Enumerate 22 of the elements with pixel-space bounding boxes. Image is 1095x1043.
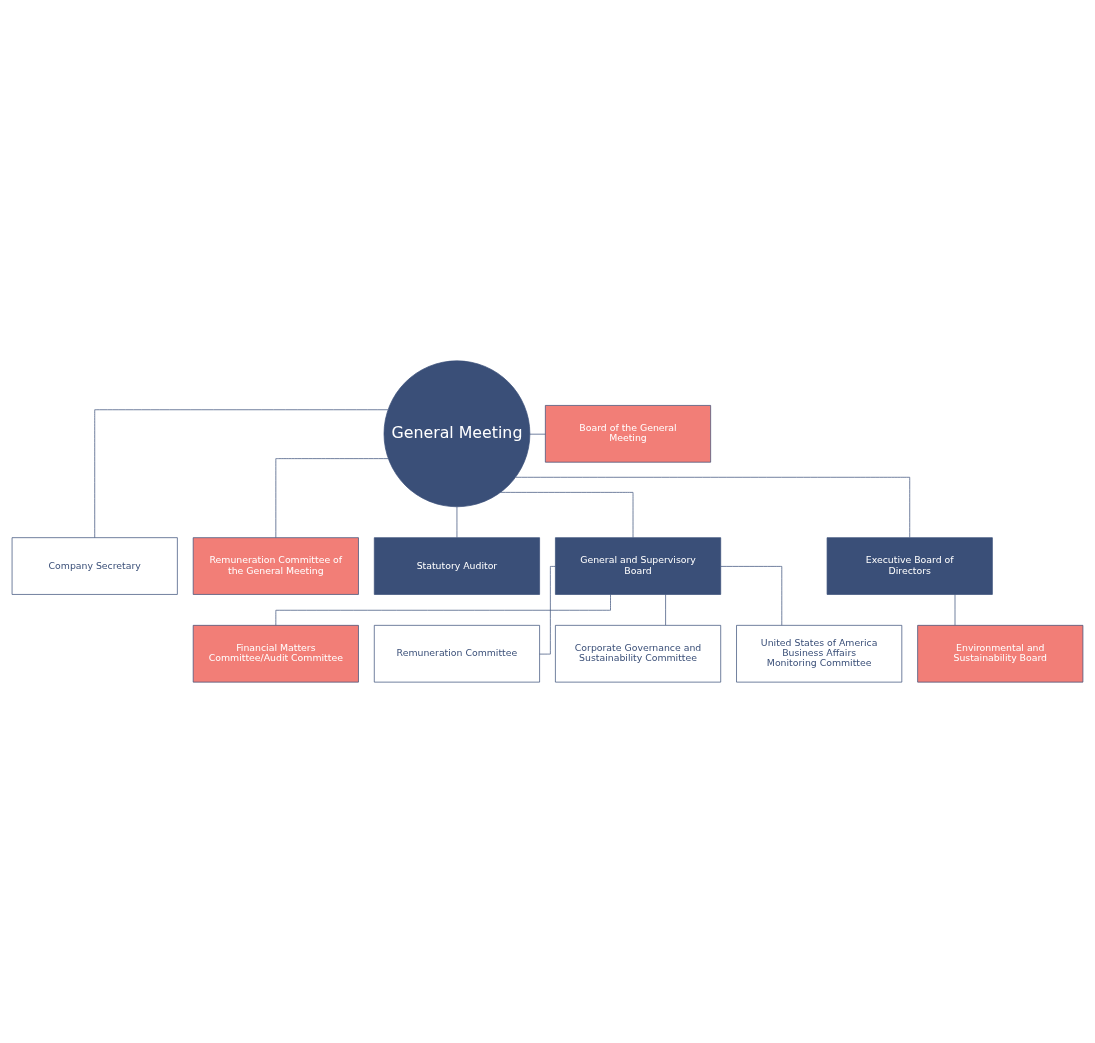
node-circle: General Meeting (383, 360, 531, 508)
connector (720, 566, 783, 626)
node-box: General and Supervisory Board (555, 537, 722, 595)
node-box: Company Secretary (11, 537, 178, 595)
connector (275, 594, 611, 626)
connector (665, 594, 666, 626)
node-box: Remuneration Committee of the General Meeting (192, 537, 359, 595)
node-box: Environmental and Sustainability Board (917, 625, 1084, 683)
connector (515, 476, 911, 538)
node-box: Remuneration Committee (373, 625, 540, 683)
connector (529, 433, 546, 435)
node-box: Board of the General Meeting (545, 405, 711, 463)
node-box: Executive Board of Directors (826, 537, 993, 595)
connector (94, 409, 389, 538)
node-box: Corporate Governance and Sustainability Committee (555, 625, 722, 683)
connector (954, 594, 956, 626)
connector (500, 492, 634, 538)
node-box: United States of America Business Affairs Monitoring Committee (736, 625, 903, 683)
node-box: Statutory Auditor (373, 537, 540, 595)
node-box: Financial Matters Committee/Audit Committee (192, 625, 359, 683)
connector (456, 506, 458, 538)
connector (275, 458, 389, 538)
